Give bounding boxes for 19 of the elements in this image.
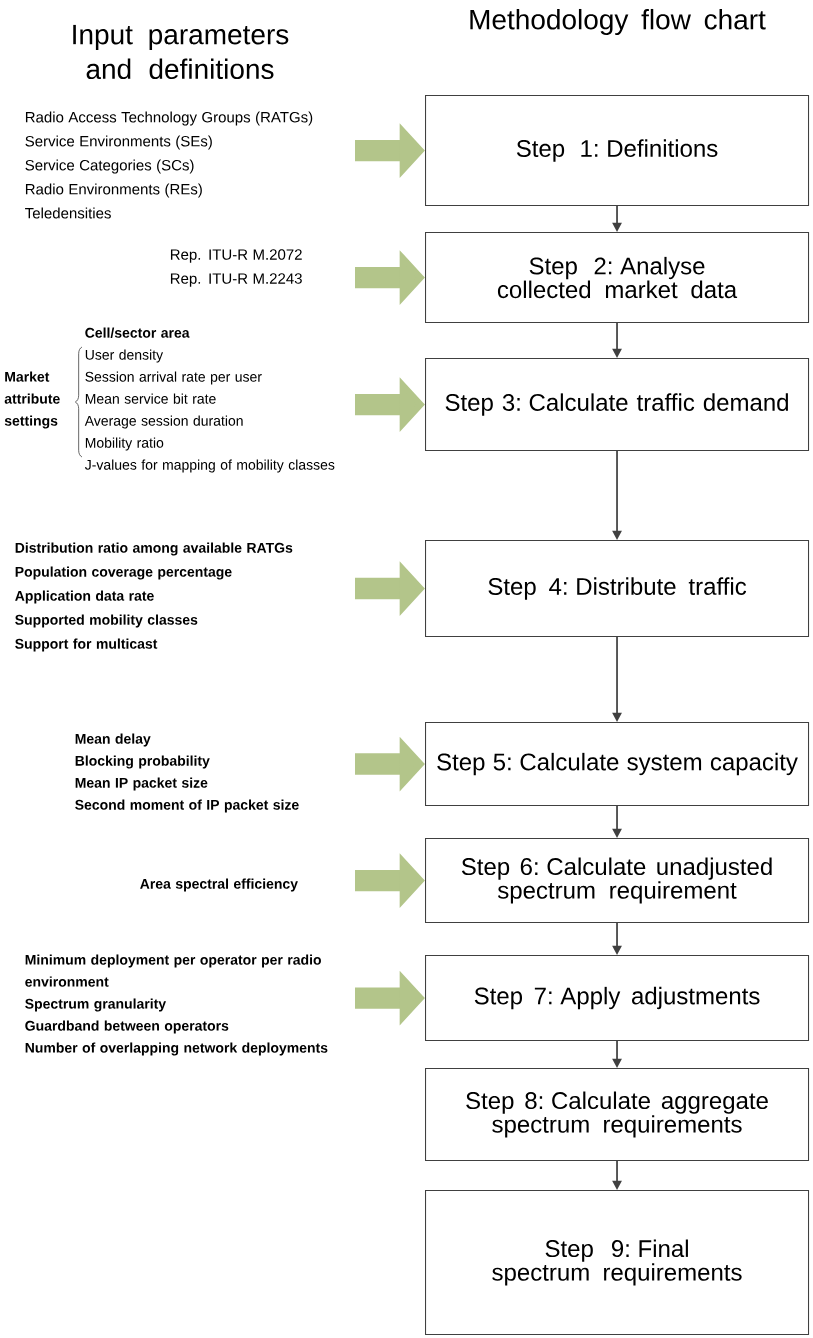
parameter-list: Cell/sector area User density Session arrival rate per user Mean service bit rate Average session duration Mobility ratio J-values for mapping of mobility classes [84, 327, 335, 473]
column-heading: Input parameters and definitions [73, 24, 289, 80]
process-box: Step 4: Distribute traffic [425, 540, 810, 638]
process-box: Step 3: Calculate traffic demand [425, 358, 810, 452]
process-box: Step 7: Apply adjustments [425, 955, 810, 1042]
group-label: Market attribute settings [4, 371, 60, 429]
parameter-list: Rep. ITU-R M.2072 Rep. ITU-R M.2243 [170, 249, 302, 287]
process-box: Step 5: Calculate system capacity [425, 722, 810, 807]
parameter-list: Distribution ratio among available RATGs Population coverage percentage Application data rate Supported mobility classes Support for multicast [15, 542, 293, 652]
parameter-list: Mean delay Blocking probability Mean IP packet size Second moment of IP packet size [75, 733, 299, 813]
column-heading: Methodology flow chart [470, 8, 766, 36]
parameter-list: Area spectral efficiency [140, 878, 298, 892]
process-box: Step 8: Calculate aggregate spectrum requirements [425, 1068, 810, 1162]
process-box: Step 2: Analyse collected market data [425, 232, 810, 324]
process-box: Step 1: Definitions [425, 95, 810, 207]
parameter-list: Radio Access Technology Groups (RATGs) Service Environments (SEs) Service Categories (SCs) Radio Environments (REs) Teledensities [25, 111, 313, 219]
parameter-list: Minimum deployment per operator per radio environment Spectrum granularity Guardband between operators Number of overlapping network deployments [25, 954, 328, 1056]
process-box: Step 9: Final spectrum requirements [425, 1190, 810, 1336]
process-box: Step 6: Calculate unadjusted spectrum requirement [425, 838, 810, 924]
